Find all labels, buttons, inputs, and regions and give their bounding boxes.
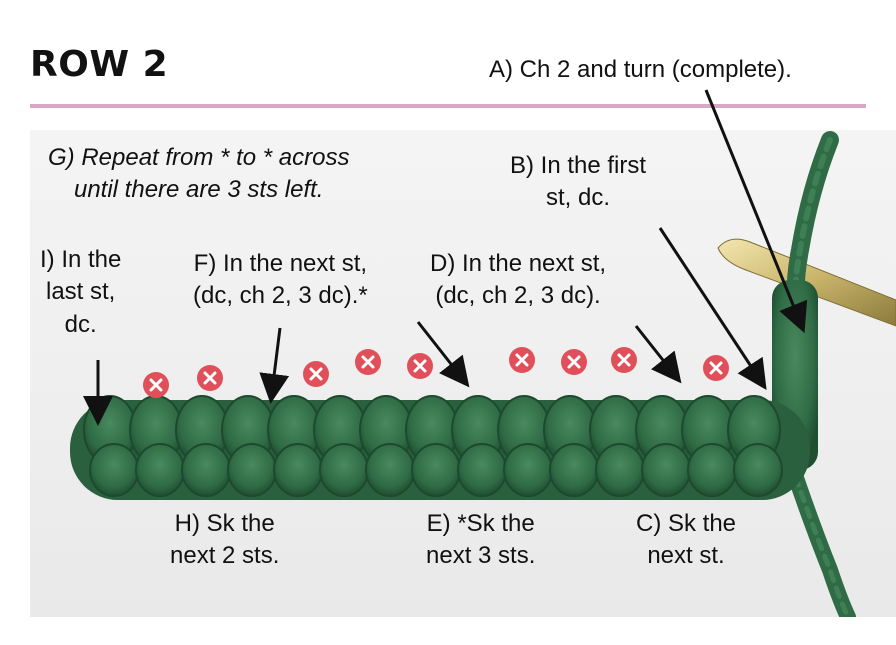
stitch-base bbox=[550, 444, 598, 496]
stitch-base bbox=[274, 444, 322, 496]
step-h-line-1: H) Sk the bbox=[170, 508, 279, 540]
stitch-base bbox=[458, 444, 506, 496]
step-e-label: E) *Sk the next 3 sts. bbox=[426, 508, 535, 573]
step-a-label: A) Ch 2 and turn (complete). bbox=[489, 56, 792, 84]
stitch-base bbox=[642, 444, 690, 496]
step-i-line-2: last st, bbox=[40, 276, 121, 308]
step-e-line-2: next 3 sts. bbox=[426, 540, 535, 572]
step-d-line-1: D) In the next st, bbox=[430, 248, 606, 280]
step-i-line-1: I) In the bbox=[40, 244, 121, 276]
stitch-base bbox=[596, 444, 644, 496]
step-g-label: G) Repeat from * to * across until there… bbox=[48, 142, 349, 207]
step-b-line-1: B) In the first bbox=[510, 150, 646, 182]
step-h-line-2: next 2 sts. bbox=[170, 540, 279, 572]
page-title: ROW 2 bbox=[30, 44, 168, 85]
step-f-label: F) In the next st, (dc, ch 2, 3 dc).* bbox=[193, 248, 368, 313]
step-b-label: B) In the first st, dc. bbox=[510, 150, 646, 215]
divider bbox=[30, 104, 866, 108]
step-c-line-2: next st. bbox=[636, 540, 736, 572]
stitch-base bbox=[228, 444, 276, 496]
step-e-line-1: E) *Sk the bbox=[426, 508, 535, 540]
stitch-base bbox=[90, 444, 138, 496]
step-b-line-2: st, dc. bbox=[510, 182, 646, 214]
stitch-base bbox=[136, 444, 184, 496]
step-d-label: D) In the next st, (dc, ch 2, 3 dc). bbox=[430, 248, 606, 313]
step-i-label: I) In the last st, dc. bbox=[40, 244, 121, 341]
stitch-base bbox=[734, 444, 782, 496]
stitch-base bbox=[688, 444, 736, 496]
step-h-label: H) Sk the next 2 sts. bbox=[170, 508, 279, 573]
stitch-base bbox=[366, 444, 414, 496]
step-f-line-1: F) In the next st, bbox=[193, 248, 368, 280]
step-i-line-3: dc. bbox=[40, 309, 121, 341]
crochet-photo: G) Repeat from * to * across until there… bbox=[30, 130, 896, 617]
step-d-line-2: (dc, ch 2, 3 dc). bbox=[430, 280, 606, 312]
stitch-base bbox=[412, 444, 460, 496]
step-g-line-2: until there are 3 sts left. bbox=[48, 174, 349, 206]
step-c-label: C) Sk the next st. bbox=[636, 508, 736, 573]
stitch-base bbox=[504, 444, 552, 496]
step-c-line-1: C) Sk the bbox=[636, 508, 736, 540]
step-g-line-1: G) Repeat from * to * across bbox=[48, 142, 349, 174]
stitch-base bbox=[320, 444, 368, 496]
step-f-line-2: (dc, ch 2, 3 dc).* bbox=[193, 280, 368, 312]
stitch-base bbox=[182, 444, 230, 496]
